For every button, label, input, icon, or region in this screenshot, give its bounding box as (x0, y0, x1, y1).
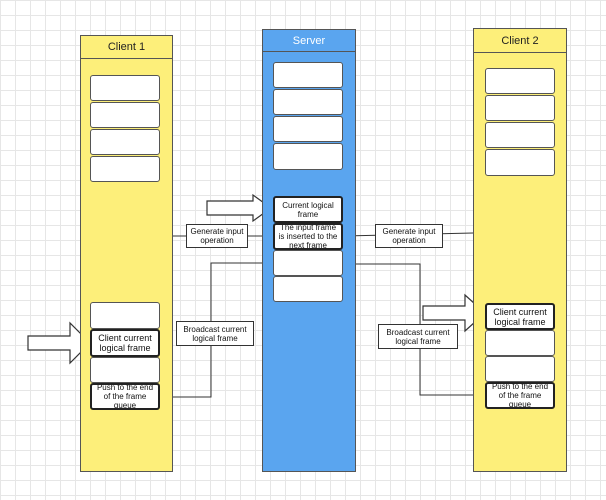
client1-frame-slot (90, 302, 160, 329)
server-frame-slot (273, 250, 343, 276)
client2-frame-slot (485, 95, 555, 121)
server-frame-slot (273, 116, 343, 142)
broadcast-label-left: Broadcast current logical frame (176, 321, 254, 346)
broadcast-text-left: Broadcast current logical frame (183, 324, 247, 343)
server-frame-slot (273, 89, 343, 115)
server-input-inserted-label: The input frame is inserted to the next … (278, 223, 338, 250)
client1-title: Client 1 (107, 41, 146, 53)
client1-frame-slot (90, 156, 160, 182)
client2-header: Client 2 (473, 28, 567, 53)
client1-push-frame: Push to the end of the frame queue (90, 383, 160, 410)
client1-push-frame-label: Push to the end of the frame queue (96, 383, 154, 410)
broadcast-label-right: Broadcast current logical frame (378, 324, 458, 349)
client2-frame-slot (485, 122, 555, 148)
client1-frame-slot (90, 357, 160, 383)
client2-push-frame-label: Push to the end of the frame queue (491, 382, 549, 409)
client2-frame-slot (485, 149, 555, 176)
client2-current-frame: Client current logical frame (485, 303, 555, 330)
generate-input-label-right: Generate input operation (375, 224, 443, 248)
generate-input-text-left: Generate input operation (190, 227, 244, 245)
client1-frame-slot (90, 102, 160, 128)
client1-frame-slot (90, 75, 160, 101)
server-frame-slot (273, 143, 343, 170)
server-input-inserted-frame: The input frame is inserted to the next … (273, 223, 343, 250)
client1-frame-slot (90, 129, 160, 155)
server-header: Server (262, 29, 356, 52)
client2-title: Client 2 (501, 34, 539, 47)
client1-current-frame-label: Client current logical frame (98, 333, 152, 353)
server-title: Server (292, 34, 326, 47)
client1-current-frame: Client current logical frame (90, 329, 160, 357)
server-frame-slot (273, 62, 343, 88)
client2-frame-slot (485, 68, 555, 94)
server-current-frame: Current logical frame (273, 196, 343, 223)
server-current-frame-label: Current logical frame (282, 200, 334, 219)
generate-input-label-left: Generate input operation (186, 224, 248, 248)
client1-header: Client 1 (80, 35, 173, 59)
generate-input-text-right: Generate input operation (382, 227, 436, 245)
server-frame-slot (273, 276, 343, 302)
client2-frame-slot (485, 356, 555, 382)
client2-current-frame-label: Client current logical frame (493, 306, 547, 327)
client2-frame-slot (485, 330, 555, 356)
client2-push-frame: Push to the end of the frame queue (485, 382, 555, 409)
broadcast-text-right: Broadcast current logical frame (386, 327, 450, 346)
